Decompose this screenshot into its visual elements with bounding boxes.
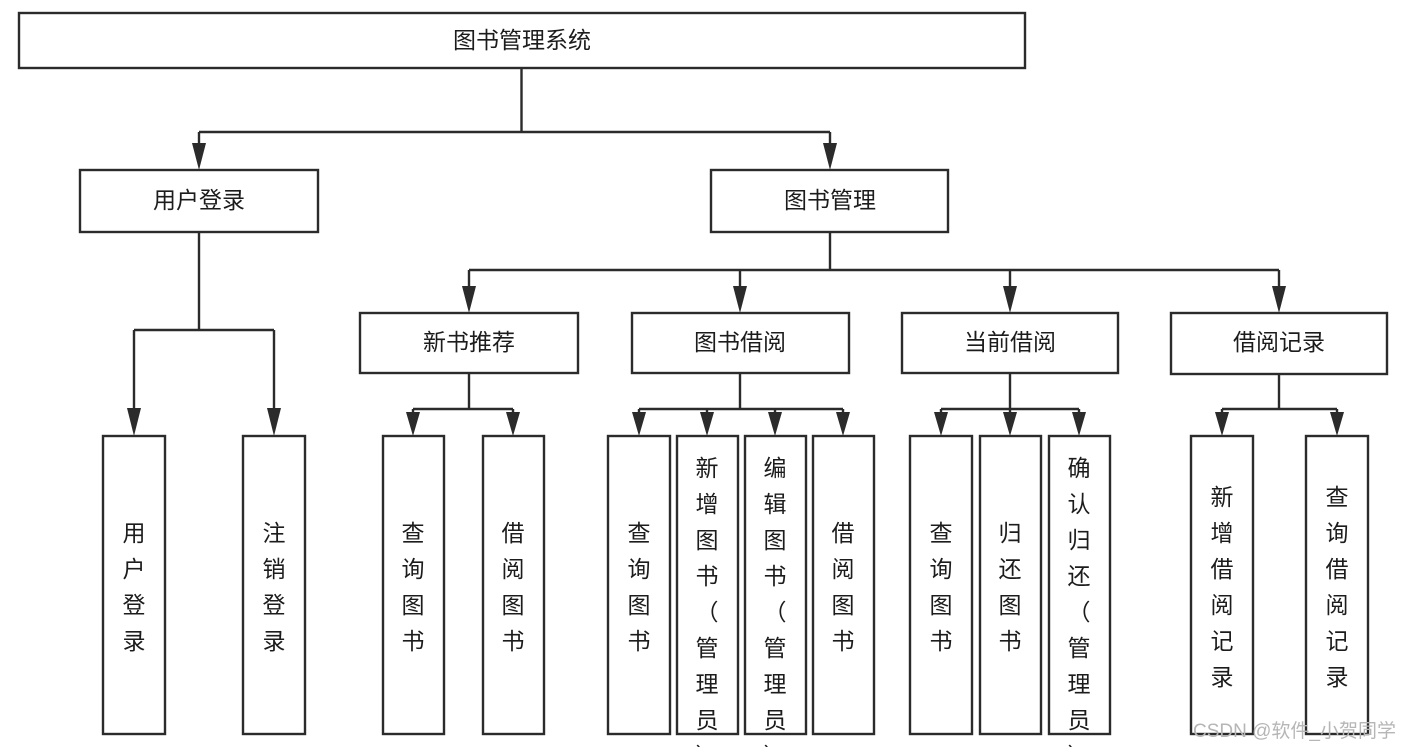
book-manage-box[interactable] [709,168,950,234]
leaf-current-query-book-label: 查询图书 [930,520,953,654]
leaf-current-return-book-box[interactable] [978,434,1043,736]
current-borrow-box[interactable] [900,311,1120,375]
leaf-borrow-add-book-label: 新增图书（管理员） [696,455,719,747]
node-user-login[interactable]: 用户登录 [78,168,320,234]
arrow-to-book-borrow [733,286,747,313]
leaf-current-confirm-return-box[interactable] [1047,434,1112,736]
arrow-to-book-manage [823,143,837,170]
leaf-record-query[interactable]: 查询借阅记录 [1304,434,1370,736]
leaf-current-query-book-box[interactable] [908,434,974,736]
root-label: 图书管理系统 [453,27,591,53]
user-login-label: 用户登录 [153,187,245,213]
node-book-borrow[interactable]: 图书借阅 [630,311,851,375]
new-book-recommend-box[interactable] [358,311,580,375]
arrow-to-newbook-leaf-1 [406,412,420,436]
leaf-record-add[interactable]: 新增借阅记录 [1189,434,1255,736]
arrow-to-newbook-leaf-2 [506,412,520,436]
leaf-borrow-edit-book-box[interactable] [743,434,808,736]
node-root[interactable]: 图书管理系统 [17,11,1027,70]
csdn-watermark: CSDN @软件_小贺同学 [1193,720,1396,742]
arrow-to-currentborrow-leaf-1 [934,412,948,436]
arrow-to-borrow-record [1272,286,1286,313]
arrow-to-user-login [192,143,206,170]
leaf-current-query-book[interactable]: 查询图书 [908,434,974,736]
leaf-current-confirm-return-label: 确认归还（管理员） [1068,455,1091,747]
arrow-to-bookborrow-leaf-2 [700,412,714,436]
arrow-to-bookborrow-leaf-3 [768,412,782,436]
arrow-to-bookborrow-leaf-4 [836,412,850,436]
leaf-newbook-borrow-book-label: 借阅图书 [502,520,525,654]
leaf-user-login-box[interactable] [101,434,167,736]
leaf-newbook-query-book-label: 查询图书 [402,520,425,654]
leaf-current-return-book-label: 归还图书 [999,520,1022,654]
leaf-borrow-add-book-box[interactable] [675,434,740,736]
arrow-to-current-borrow [1003,286,1017,313]
arrow-to-new-book [462,286,476,313]
arrow-to-borrowrecord-leaf-1 [1215,412,1229,436]
leaf-current-confirm-return[interactable]: 确认归还（管理员） [1047,434,1112,747]
user-login-box[interactable] [78,168,320,234]
leaf-borrow-borrow-book-label: 借阅图书 [832,520,855,654]
book-manage-label: 图书管理 [784,187,876,213]
leaf-newbook-borrow-book[interactable]: 借阅图书 [481,434,546,736]
root-box[interactable] [17,11,1027,70]
leaf-borrow-query-book[interactable]: 查询图书 [606,434,672,736]
leaf-record-add-box[interactable] [1189,434,1255,736]
arrow-to-currentborrow-leaf-3 [1072,412,1086,436]
borrow-record-box[interactable] [1169,311,1389,376]
leaf-borrow-query-book-label: 查询图书 [628,520,651,654]
book-borrow-box[interactable] [630,311,851,375]
node-book-manage[interactable]: 图书管理 [709,168,950,234]
leaf-borrow-add-book[interactable]: 新增图书（管理员） [675,434,740,747]
arrow-to-currentborrow-leaf-2 [1003,412,1017,436]
connector-layer [127,68,1344,436]
leaf-borrow-query-book-box[interactable] [606,434,672,736]
leaf-newbook-borrow-book-box[interactable] [481,434,546,736]
leaf-borrow-borrow-book-box[interactable] [811,434,876,736]
leaf-newbook-query-book[interactable]: 查询图书 [381,434,446,736]
leaf-record-query-box[interactable] [1304,434,1370,736]
leaf-record-add-label: 新增借阅记录 [1211,484,1234,690]
leaf-logout-label: 注销登录 [263,520,286,654]
node-new-book-recommend[interactable]: 新书推荐 [358,311,580,375]
arrow-to-leaf-logout [267,408,281,436]
leaf-logout-box[interactable] [241,434,307,736]
leaf-record-query-label: 查询借阅记录 [1326,484,1349,690]
leaf-newbook-query-book-box[interactable] [381,434,446,736]
current-borrow-label: 当前借阅 [964,329,1056,355]
node-borrow-record[interactable]: 借阅记录 [1169,311,1389,376]
arrow-to-bookborrow-leaf-1 [632,412,646,436]
new-book-recommend-label: 新书推荐 [423,329,515,355]
leaf-logout[interactable]: 注销登录 [241,434,307,736]
leaf-user-login-label: 用户登录 [123,520,146,654]
node-current-borrow[interactable]: 当前借阅 [900,311,1120,375]
arrow-to-leaf-user-login [127,408,141,436]
book-borrow-label: 图书借阅 [694,329,786,355]
leaf-current-return-book[interactable]: 归还图书 [978,434,1043,736]
borrow-record-label: 借阅记录 [1233,329,1325,355]
leaf-borrow-edit-book[interactable]: 编辑图书（管理员） [743,434,808,747]
leaf-borrow-borrow-book[interactable]: 借阅图书 [811,434,876,736]
leaf-borrow-edit-book-label: 编辑图书（管理员） [764,455,787,747]
arrow-to-borrowrecord-leaf-2 [1330,412,1344,436]
leaf-user-login[interactable]: 用户登录 [101,434,167,736]
